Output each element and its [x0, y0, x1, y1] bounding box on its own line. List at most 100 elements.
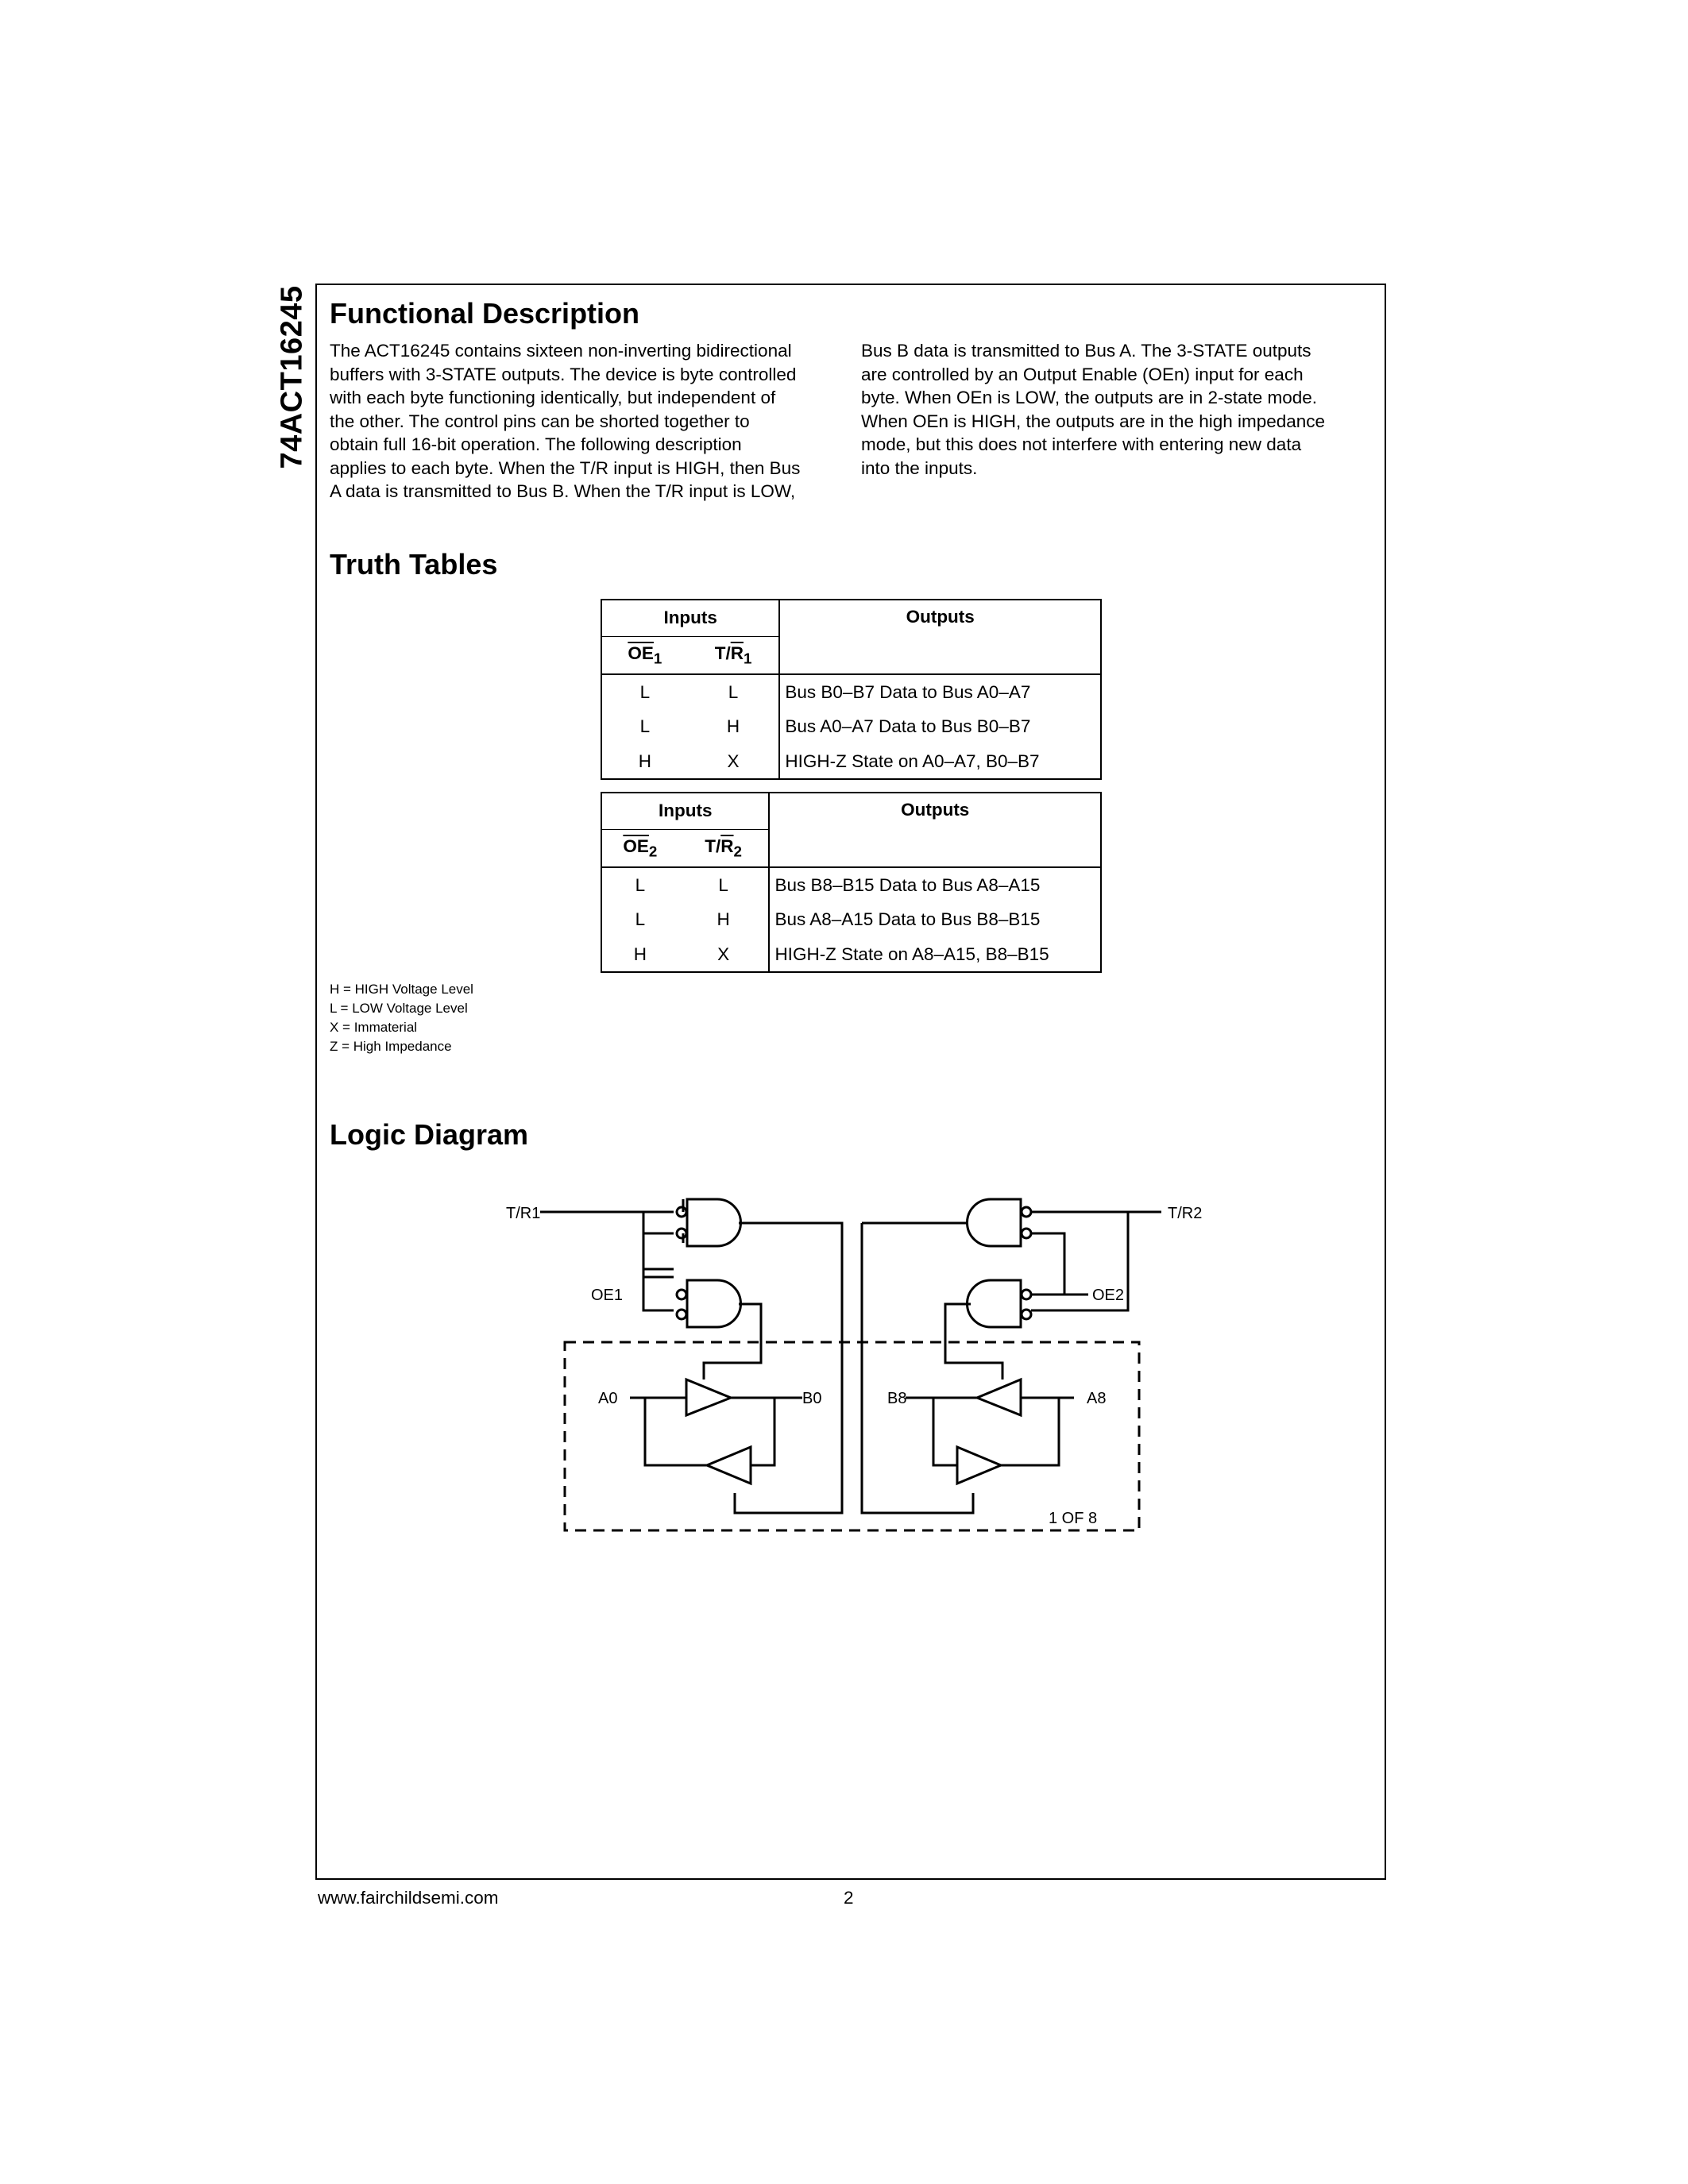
fd-col2-line-2: are controlled by an Output Enable (OEn)…: [861, 364, 1304, 384]
a0-label: A0: [598, 1390, 617, 1407]
page-number: 2: [844, 1888, 854, 1908]
tt2-oe-header: OE2: [601, 829, 678, 868]
table-row: L H Bus A0–A7 Data to Bus B0–B7: [601, 709, 1102, 744]
logic-left-half: [540, 1198, 844, 1515]
footer-url[interactable]: www.fairchildsemi.com: [318, 1888, 499, 1908]
tt2-row3-out: HIGH-Z State on A8–A15, B8–B15: [768, 937, 1102, 973]
one-of-eight-boundary: [563, 1341, 1141, 1532]
tt2-row2-oe: L: [601, 902, 678, 937]
b0-label: B0: [802, 1390, 821, 1407]
inverter-bubble: [1020, 1308, 1033, 1321]
inverter-bubble: [675, 1308, 688, 1321]
return-right-wire: [751, 1398, 776, 1467]
nand2-output-wire: [702, 1302, 763, 1379]
content-frame: [315, 284, 1386, 1880]
nand3-output-wire: [860, 1221, 975, 1515]
tr2-to-nand4-wire: [1031, 1212, 1130, 1312]
buffer-a-to-b: [685, 1377, 735, 1418]
tt1-row3-out: HIGH-Z State on A0–A7, B0–B7: [778, 744, 1102, 780]
tt1-row2-oe: L: [601, 709, 688, 744]
fd-col2-line-4: When OEn is HIGH, the outputs are in the…: [861, 411, 1326, 431]
functional-description-col1: The ACT16245 contains sixteen non-invert…: [330, 339, 824, 504]
tt1-row3-tr: X: [687, 744, 780, 780]
tt2-row3-tr: X: [678, 937, 770, 973]
buffer-b-to-a: [704, 1445, 752, 1486]
nand-gate-1: [686, 1198, 742, 1248]
fd-col2-line-3: byte. When OEn is LOW, the outputs are i…: [861, 388, 1318, 407]
tr1-to-nand2-wire: [642, 1212, 674, 1312]
nand3-feed: [1031, 1232, 1066, 1296]
fd-col1-line-4: the other. The control pins can be short…: [330, 411, 750, 431]
truth-table-1: Inputs Outputs OE1 T/R1 L L Bus B0–B7 Da…: [600, 599, 1102, 780]
fd-col1-line-2: buffers with 3-STATE outputs. The device…: [330, 364, 797, 384]
logic-labels: T/R1 OE1 A0 B0 B8 A8 OE2 T/R2 1 OF 8: [506, 1205, 1202, 1527]
nand4-output-wire: [944, 1302, 1004, 1379]
logic-right-half: [860, 1198, 1161, 1515]
inverter-bubble: [1020, 1206, 1033, 1218]
tt1-oe-header: OE1: [601, 636, 688, 675]
tt2-row1-out: Bus B8–B15 Data to Bus A8–A15: [768, 867, 1102, 902]
oe2-label: OE2: [1092, 1287, 1124, 1304]
tt2-row1-tr: L: [718, 874, 728, 895]
b8-label: B8: [887, 1390, 906, 1407]
tt1-row1-out: Bus B0–B7 Data to Bus A0–A7: [778, 674, 1102, 709]
nand-gate-4: [966, 1279, 1022, 1329]
fd-col1-line-7: A data is transmitted to Bus B. When the…: [330, 481, 796, 501]
functional-description-heading: Functional Description: [330, 297, 640, 330]
inverter-bubble: [675, 1206, 688, 1218]
return-left-wire: [643, 1398, 707, 1467]
inverter-bubble: [1020, 1288, 1033, 1301]
tt1-row1-oe: L: [601, 674, 688, 709]
fd-col1-line-1: The ACT16245 contains sixteen non-invert…: [330, 341, 792, 361]
table-row: L L Bus B8–B15 Data to Bus A8–A15: [601, 867, 1102, 902]
legend-item: Z = High Impedance: [330, 1039, 452, 1054]
table-row: H X HIGH-Z State on A8–A15, B8–B15: [601, 937, 1102, 973]
fd-col1-line-5: obtain full 16-bit operation. The follow…: [330, 434, 742, 454]
return-right-wire-2: [1001, 1398, 1060, 1467]
inverter-bubble: [675, 1288, 688, 1301]
legend-item: H = HIGH Voltage Level: [330, 982, 473, 997]
inverter-bubble: [1020, 1227, 1033, 1240]
tt2-tr-header: T/R2: [678, 829, 770, 868]
table-row: H X HIGH-Z State on A0–A7, B0–B7: [601, 744, 1102, 780]
tt1-row3-oe: H: [601, 744, 688, 780]
tt1-tr-header: T/R1: [687, 636, 780, 675]
buffer-a8-to-b8: [974, 1377, 1022, 1418]
a8-label: A8: [1087, 1390, 1106, 1407]
truth-table-2: Inputs Outputs OE2 T/R2 L L Bus B8–B15 D…: [600, 792, 1102, 973]
tt1-outputs-header: Outputs: [778, 599, 1102, 675]
truth-table-legend: H = HIGH Voltage Level L = LOW Voltage L…: [330, 980, 473, 1056]
fd-col2-line-1: Bus B data is transmitted to Bus A. The …: [861, 341, 1311, 361]
nand-gate-3: [966, 1198, 1022, 1248]
nand1-output-wire: [733, 1221, 844, 1515]
nand1-feed: [642, 1232, 674, 1279]
tt1-row1-tr: L: [728, 681, 739, 702]
tt2-row2-tr: H: [717, 909, 730, 929]
tt1-inputs-header: Inputs: [600, 599, 781, 637]
table-row: L L Bus B0–B7 Data to Bus A0–A7: [601, 674, 1102, 709]
tt2-outputs-header: Outputs: [768, 792, 1102, 868]
nand-gate-2: [686, 1279, 742, 1329]
tt1-row2-tr: H: [726, 716, 740, 736]
return-left-wire-2: [932, 1398, 957, 1467]
legend-item: L = LOW Voltage Level: [330, 1001, 468, 1016]
buffer-b8-to-a8: [956, 1445, 1004, 1486]
tr2-label: T/R2: [1168, 1205, 1202, 1222]
fd-col1-line-3: with each byte functioning identically, …: [330, 388, 776, 407]
fd-col2-line-5: mode, but this does not interfere with e…: [861, 434, 1302, 454]
legend-item: X = Immaterial: [330, 1020, 418, 1035]
tt2-row2-out: Bus A8–A15 Data to Bus B8–B15: [768, 902, 1102, 937]
tr1-label: T/R1: [506, 1205, 540, 1222]
one-of-eight-label: 1 OF 8: [1049, 1510, 1097, 1527]
tt2-row3-oe: H: [601, 937, 678, 973]
logic-diagram-heading: Logic Diagram: [330, 1118, 529, 1151]
functional-description-col2: Bus B data is transmitted to Bus A. The …: [861, 339, 1355, 480]
table-row: L H Bus A8–A15 Data to Bus B8–B15: [601, 902, 1102, 937]
inverter-bubble: [675, 1227, 688, 1240]
tt1-row2-out: Bus A0–A7 Data to Bus B0–B7: [778, 709, 1102, 744]
oe1-label: OE1: [591, 1287, 623, 1304]
truth-tables-heading: Truth Tables: [330, 548, 498, 581]
fd-col1-line-6: applies to each byte. When the T/R input…: [330, 457, 801, 478]
fd-col2-line-6: into the inputs.: [861, 457, 978, 478]
